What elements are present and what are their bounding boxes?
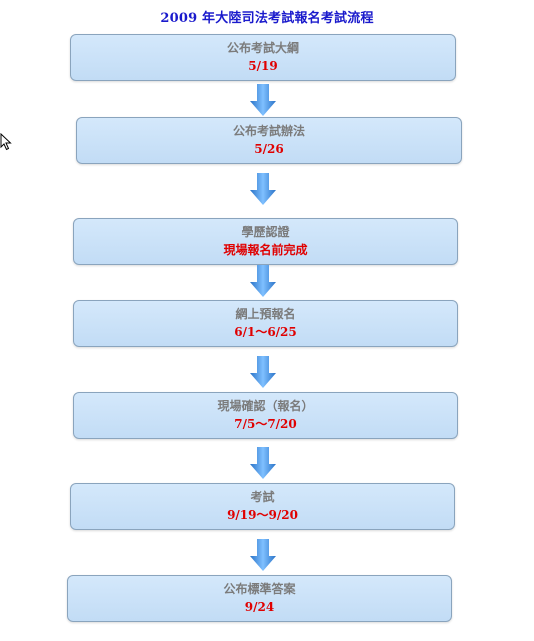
- flow-step-3: 學歷認證 現場報名前完成: [73, 218, 458, 265]
- flow-step-1: 公布考試大綱 5/19: [70, 34, 456, 81]
- flow-step-7: 公布標準答案 9/24: [67, 575, 452, 622]
- step-date: 現場報名前完成: [223, 243, 308, 257]
- down-arrow-icon: [250, 539, 276, 571]
- down-arrow-icon: [250, 356, 276, 388]
- flow-step-2: 公布考試辦法 5/26: [76, 117, 462, 164]
- down-arrow-icon: [250, 265, 276, 297]
- step-label: 公布考試辦法: [232, 124, 305, 138]
- step-date: 6/1～6/25: [234, 325, 297, 339]
- flow-step-5: 現場確認（報名） 7/5～7/20: [73, 392, 458, 439]
- down-arrow-icon: [250, 173, 276, 205]
- step-date: 5/19: [248, 59, 278, 73]
- diagram-title: 2009 年大陸司法考試報名考試流程: [160, 11, 374, 26]
- flow-step-6: 考試 9/19～9/20: [70, 483, 455, 530]
- step-date: 9/19～9/20: [227, 508, 298, 522]
- step-label: 公布標準答案: [223, 582, 296, 596]
- step-label: 公布考試大綱: [226, 41, 299, 55]
- mouse-cursor-icon: [0, 133, 12, 151]
- step-date: 5/26: [254, 142, 284, 156]
- step-date: 7/5～7/20: [234, 417, 297, 431]
- step-label: 學歷認證: [241, 225, 290, 239]
- step-label: 現場確認（報名）: [217, 399, 314, 413]
- step-label: 網上預報名: [235, 307, 296, 321]
- down-arrow-icon: [250, 84, 276, 116]
- flow-step-4: 網上預報名 6/1～6/25: [73, 300, 458, 347]
- step-label: 考試: [250, 490, 275, 504]
- step-date: 9/24: [244, 600, 275, 614]
- down-arrow-icon: [250, 447, 276, 479]
